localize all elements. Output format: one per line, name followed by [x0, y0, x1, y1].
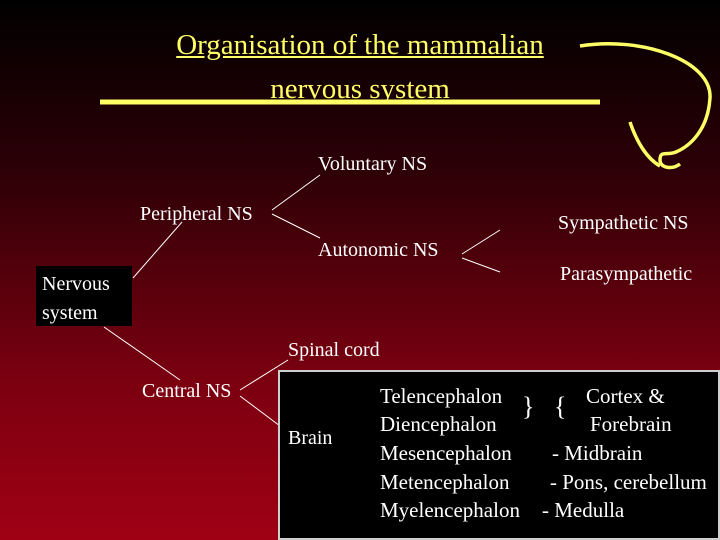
brain-part-mesencephalon: Mesencephalon: [380, 441, 512, 465]
label-medulla: - Medulla: [542, 498, 625, 522]
brain-part-metencephalon: Metencephalon: [380, 470, 510, 494]
label-midbrain: - Midbrain: [552, 441, 643, 465]
label-cortex: Cortex &: [586, 384, 665, 408]
brain-subdivision-box: [278, 370, 720, 540]
brain-part-myelencephalon: Myelencephalon: [380, 498, 520, 522]
brain-doodle: [579, 41, 712, 170]
node-peripheral-ns: Peripheral NS: [140, 203, 253, 225]
node-voluntary-ns: Voluntary NS: [318, 153, 428, 175]
node-nervous-line1: Nervous: [42, 273, 110, 295]
node-sympathetic-ns: Sympathetic NS: [558, 212, 689, 234]
right-brace: }: [522, 392, 535, 421]
nervous-system-box: [36, 266, 132, 326]
node-spinal-cord: Spinal cord: [288, 339, 380, 361]
node-parasympathetic: Parasympathetic: [560, 263, 693, 285]
node-autonomic-ns: Autonomic NS: [318, 239, 439, 261]
left-brace: {: [554, 392, 567, 421]
brain-part-telencephalon: Telencephalon: [380, 384, 503, 408]
node-brain: Brain: [288, 427, 333, 449]
node-central-ns: Central NS: [142, 380, 232, 402]
label-pons-cerebellum: - Pons, cerebellum: [550, 470, 707, 494]
node-nervous-line2: system: [42, 302, 98, 324]
brain-doodle-stem: [628, 121, 661, 168]
title-line-1: Organisation of the mammalian: [176, 29, 544, 61]
brain-part-diencephalon: Diencephalon: [380, 412, 497, 436]
label-forebrain: Forebrain: [590, 412, 672, 436]
